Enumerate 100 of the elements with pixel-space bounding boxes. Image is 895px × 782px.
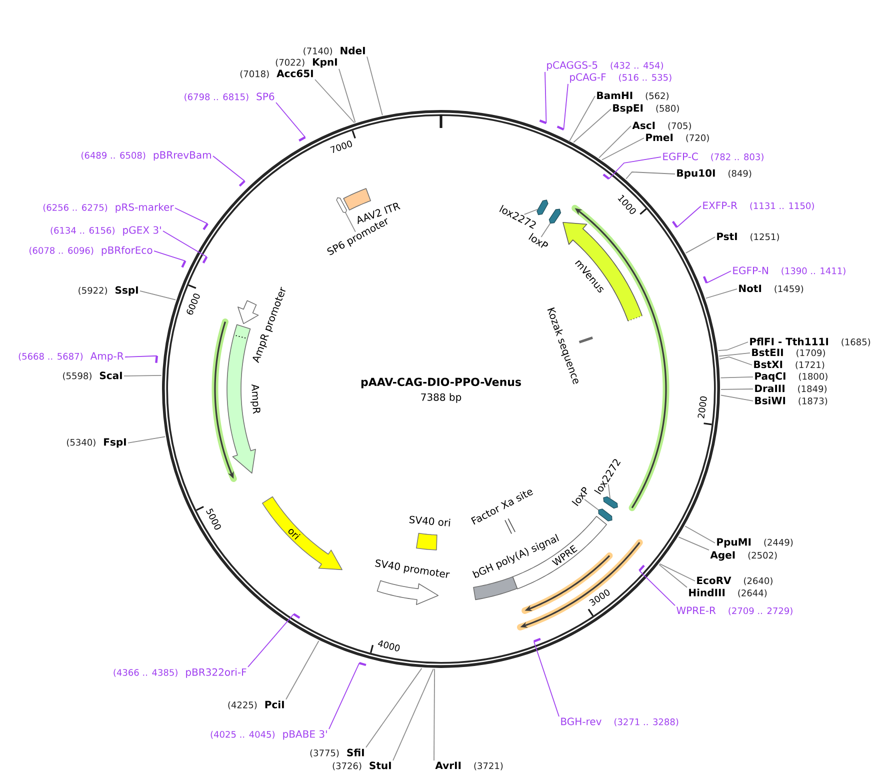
leader-line [718,342,748,351]
site-label: PflFI - Tth111I (1685) [750,338,870,346]
leader-line [338,68,356,123]
primer-label: WPRE-R (2709 .. 2729) [676,606,792,616]
primer-label: (6078 .. 6096) pBRforEco [30,246,152,256]
leader-line [626,172,676,180]
primer-mark [293,613,300,619]
leader-line [248,614,294,668]
leader-line [286,640,320,700]
size-label: 7388 bp [421,393,462,403]
site-marker [336,197,347,213]
primer-label: BGH-rev (3271 .. 3288) [561,718,678,726]
primer-mark [602,174,610,180]
site-label: (7140) NdeI [304,46,365,56]
plasmid-name: pAAV-CAG-DIO-PPO-Venus [361,378,521,388]
leader-line [563,84,568,130]
leader-line [584,498,599,510]
primer-mark [202,256,208,264]
site-marker [536,200,548,216]
leader-line [434,668,435,761]
leader-line [154,250,186,262]
leader-line [685,236,716,254]
leader-line [524,208,539,215]
leader-line [366,668,422,748]
leader-line [659,563,696,582]
site-label: PpuMI (2449) [717,538,793,548]
leader-line [568,96,596,142]
site-label: BsiWI (1873) [755,396,828,406]
site-label: AvrII (3721) [435,762,503,770]
feature-block [376,580,439,605]
site-label: HindIII (2644) [689,588,767,598]
tick-label: 5000 [206,508,221,530]
primer-mark [638,564,645,572]
site-label: DraIII (1849) [755,384,826,394]
site-label: AscI (705) [632,122,691,130]
site-marker [598,508,612,522]
primer-label: EGFP-N (1390 .. 1411) [733,266,846,276]
leader-line [540,222,551,238]
orf-line [212,318,237,482]
primer-mark [202,223,208,230]
site-label: BstEII (1709) [752,348,825,358]
site-label: (7018) Acc65I [240,70,313,78]
feature-block [238,300,259,324]
site-label: PaqCI (1800) [755,372,828,382]
site-label: (5598) ScaI [63,372,122,380]
leader-line [658,564,688,588]
leader-line [544,72,547,124]
site-label: (3775) SfiI [310,748,364,758]
site-label: (3726) StuI [332,762,391,770]
primer-label: pCAGGS-5 (432 .. 454) [547,61,663,71]
leader-line [676,206,702,228]
primer-mark [556,126,564,130]
leader-line [720,394,754,402]
primer-label: (6134 .. 6156) pGEX 3' [50,226,161,236]
leader-line [706,270,732,284]
feature-block [416,532,438,550]
leader-line [720,376,754,378]
tick-label: 7000 [330,140,352,154]
leader-line [124,374,162,376]
leader-line [718,352,750,357]
leader-line [608,484,611,499]
feature-label: AmpR [250,384,260,414]
site-marker [504,518,516,534]
site-label: AgeI (2502) [710,551,777,561]
leader-line [140,290,176,300]
site-label: (7022) KpnI [276,58,337,68]
feature-block [473,576,518,600]
site-label: BstXI (1721) [754,360,824,370]
feature-block [562,222,643,322]
site-label: (4225) PciI [228,700,284,710]
leader-line [345,212,356,232]
primer-label: (6489 .. 6508) pBRrevBam [82,151,211,161]
site-marker [548,208,562,224]
leader-line [573,108,612,143]
feature-label: SV40 promoter [375,559,450,578]
primer-mark [298,136,306,142]
primer-label: (6798 .. 6815) SP6 [184,92,274,102]
leader-line [533,641,560,717]
site-label: PmeI (720) [646,134,709,142]
tick-label: 6000 [186,294,200,315]
primer-mark [539,120,547,124]
primer-mark [155,356,158,363]
primer-mark [238,180,246,187]
site-label: (5340) FspI [66,438,126,448]
leader-line [705,288,738,299]
leader-line [638,570,676,606]
primer-mark [672,220,678,228]
site-label: BspEI (580) [613,104,679,114]
leader-line [124,355,158,358]
primer-label: (5668 .. 5687) Amp-R [18,352,124,362]
primer-mark [702,276,708,284]
tick-label: 4000 [378,640,400,652]
primer-label: EGFP-C (782 .. 803) [663,152,764,162]
feature-label: loxP [528,232,548,248]
leader-line [718,356,752,366]
leader-line [720,388,754,390]
feature-block [343,188,372,210]
leader-line [684,526,716,544]
site-label: EcoRV (2640) [697,576,772,586]
leader-line [212,156,246,182]
